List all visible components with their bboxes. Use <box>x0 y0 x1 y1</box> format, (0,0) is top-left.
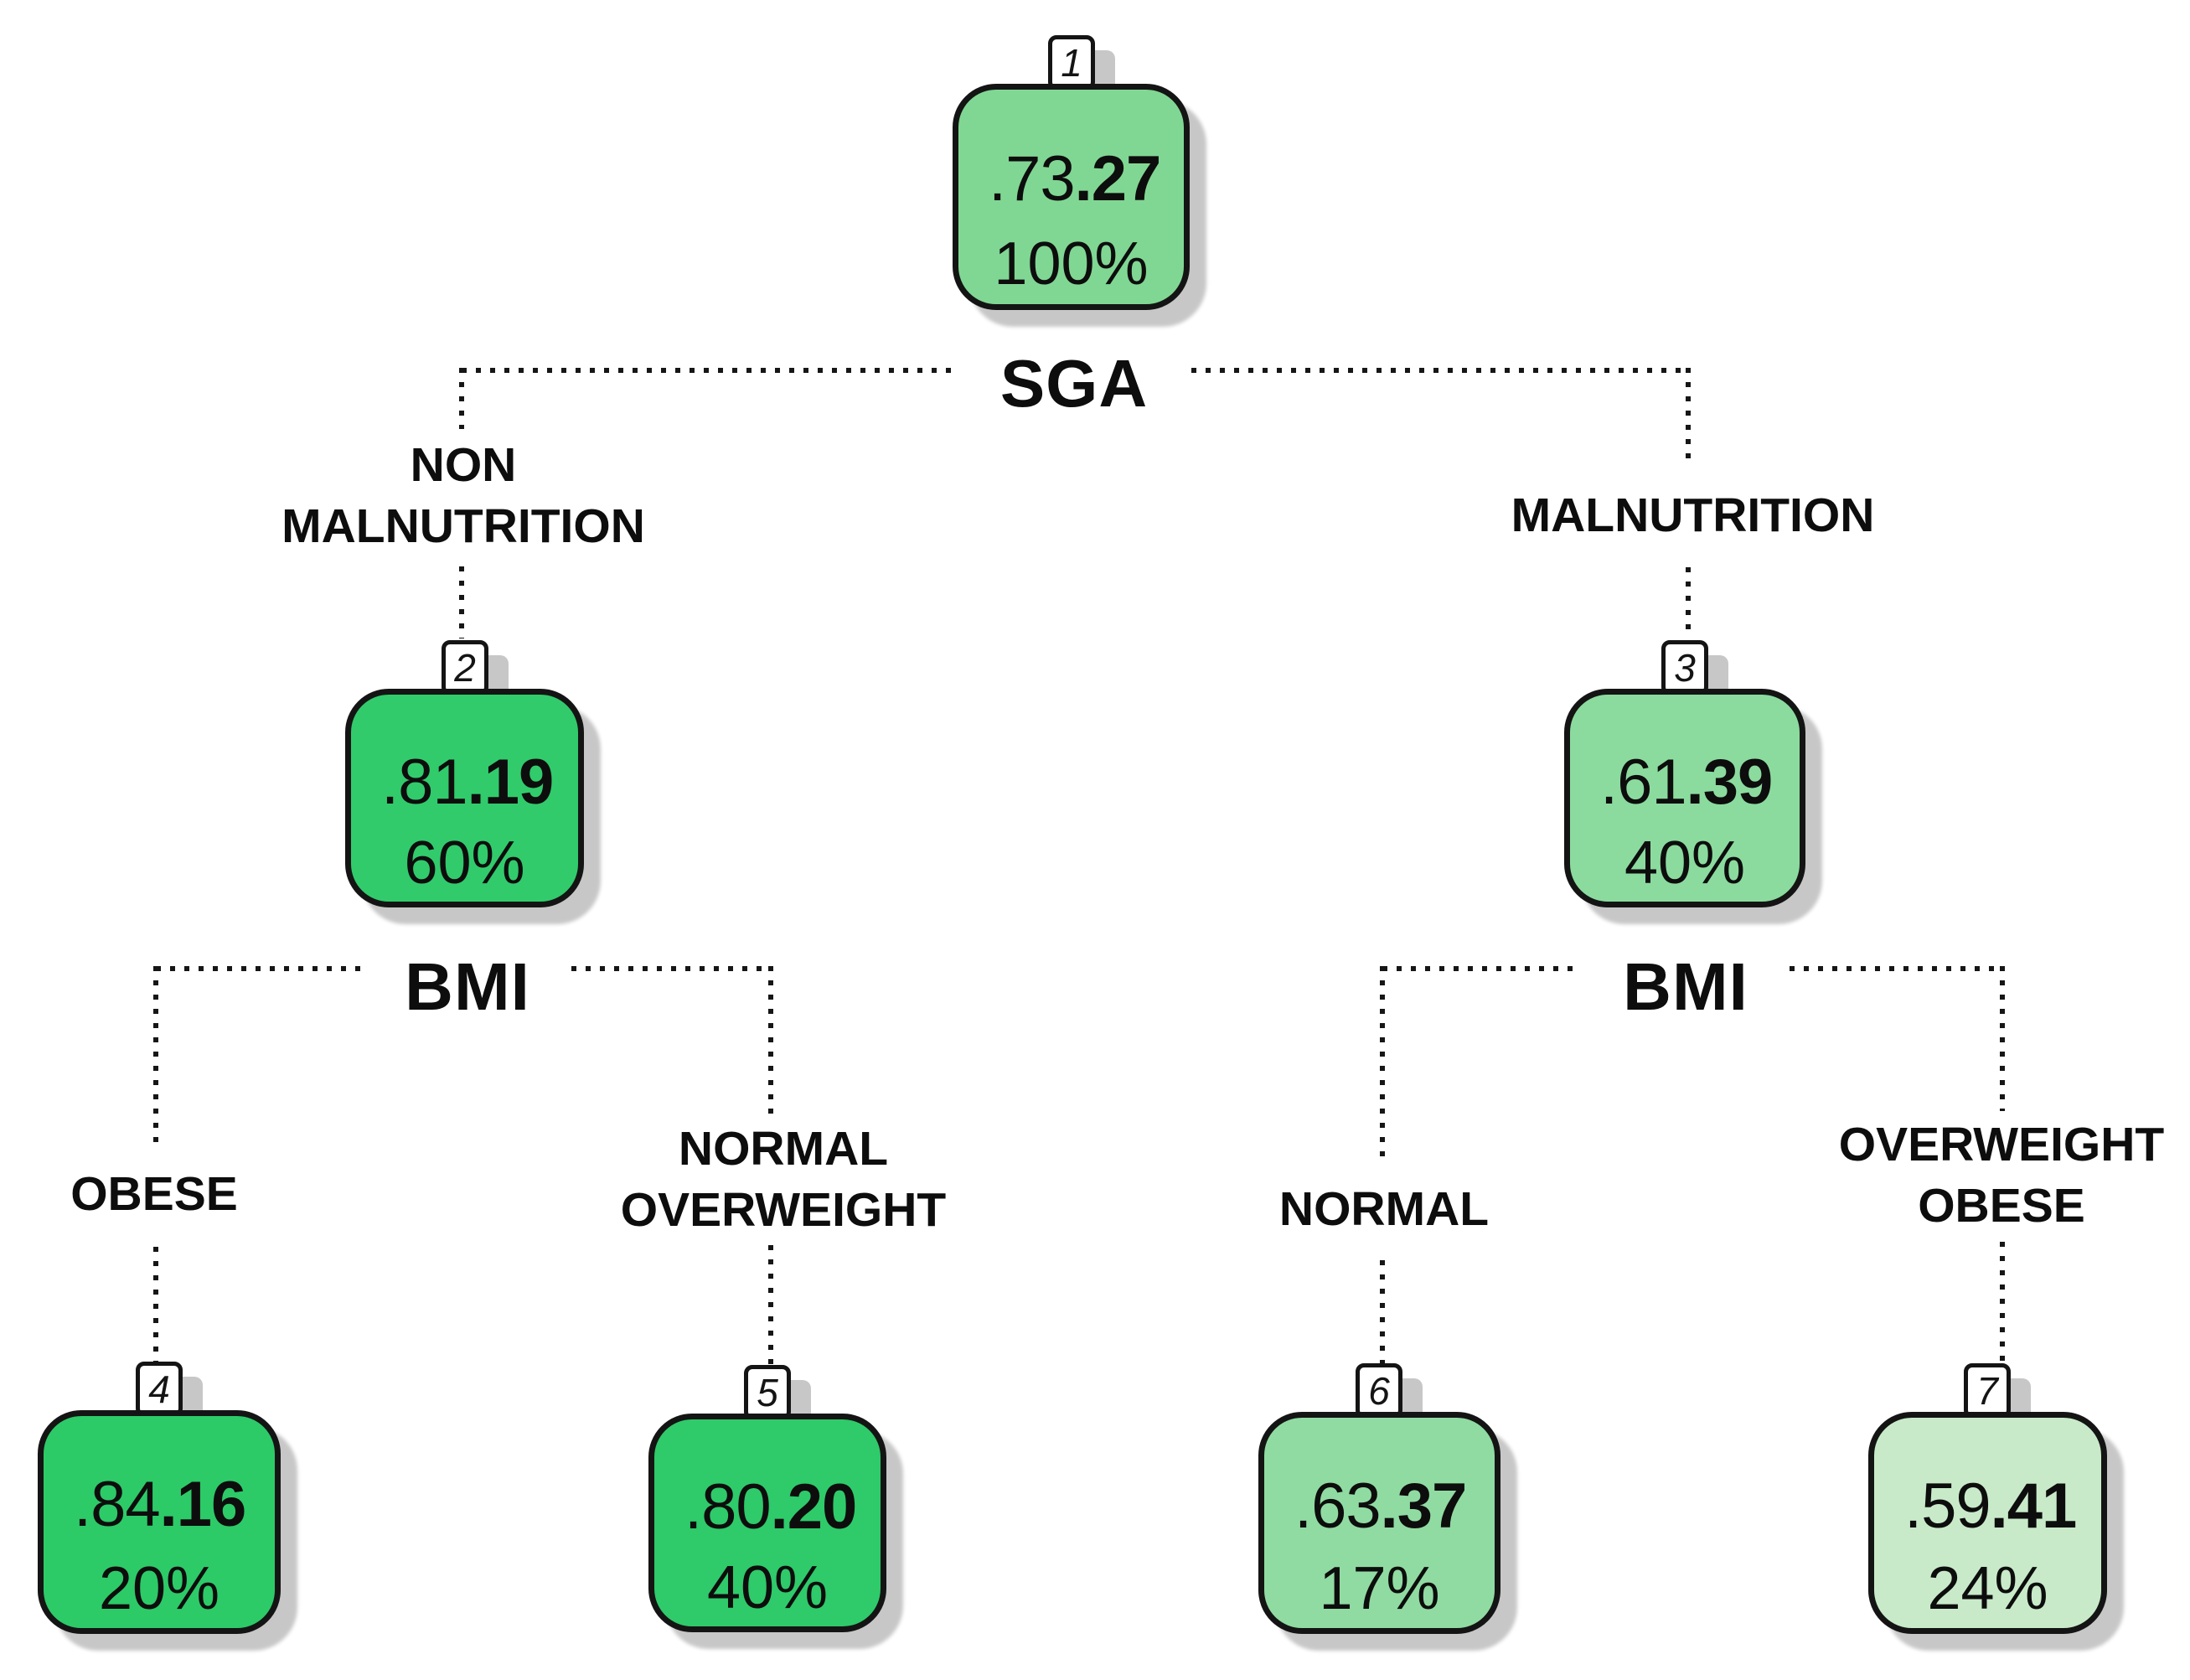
connector-bmi-left-horizontal-a <box>156 966 364 971</box>
connector-obese-vertical-upper <box>153 966 158 1145</box>
split-label-sga: SGA <box>965 337 1183 431</box>
branch-label-line: OVERWEIGHT <box>1838 1118 2165 1172</box>
node-number: 1 <box>1061 41 1082 85</box>
node-5-number-badge: 5 <box>744 1365 791 1420</box>
node-probabilities: .81 .19 <box>351 746 578 818</box>
prob-left: .80 <box>684 1471 772 1543</box>
branch-label-line: OBESE <box>70 1166 238 1221</box>
connector-normal-overweight-vertical-lower <box>768 1245 773 1365</box>
tree-node-1: .73 .27 100% <box>953 84 1190 310</box>
prob-left: .84 <box>74 1469 161 1541</box>
branch-label-line: OVERWEIGHT <box>620 1183 947 1237</box>
prob-left: .81 <box>381 746 468 818</box>
node-number: 2 <box>454 646 476 690</box>
branch-label-line: MALNUTRITION <box>281 499 645 553</box>
node-1-number-badge: 1 <box>1048 35 1095 90</box>
node-percent: 20% <box>98 1554 220 1622</box>
node-percent: 60% <box>404 830 525 897</box>
branch-label-non-malnutrition: NON MALNUTRITION <box>250 429 677 563</box>
prob-left: .73 <box>989 143 1076 215</box>
split-label-text: SGA <box>999 346 1149 421</box>
tree-node-5: .80 .20 40% <box>648 1414 886 1632</box>
node-3-number-badge: 3 <box>1661 640 1708 695</box>
connector-bmi-right-horizontal-a <box>1382 966 1582 971</box>
connector-sga-left-vertical-upper <box>459 368 464 432</box>
branch-label-overweight-obese: OVERWEIGHT OBESE <box>1808 1111 2190 1240</box>
connector-bmi-left-horizontal-b <box>571 966 771 971</box>
connector-sga-right-vertical-lower <box>1686 567 1691 638</box>
connector-obese-vertical-lower <box>153 1247 158 1362</box>
split-label-bmi-left: BMI <box>364 940 571 1034</box>
split-label-bmi-right: BMI <box>1582 940 1790 1034</box>
prob-right: .37 <box>1380 1470 1468 1542</box>
node-6-number-badge: 6 <box>1356 1363 1402 1419</box>
connector-overweight-obese-vertical-lower <box>2000 1242 2005 1363</box>
split-label-text: BMI <box>1623 949 1748 1024</box>
branch-label-line: NON <box>410 438 517 493</box>
prob-right: .16 <box>159 1469 247 1541</box>
tree-node-7: .59 .41 24% <box>1868 1412 2107 1634</box>
prob-right: .41 <box>1990 1470 2078 1542</box>
prob-right: .39 <box>1686 746 1774 818</box>
connector-bmi-right-horizontal-b <box>1790 966 2002 971</box>
branch-label-line: MALNUTRITION <box>1511 488 1875 542</box>
node-number: 4 <box>148 1367 170 1411</box>
branch-label-normal-overweight: NORMAL OVERWEIGHT <box>585 1116 982 1243</box>
prob-left: .63 <box>1294 1470 1382 1542</box>
connector-sga-right-horizontal <box>1191 368 1688 373</box>
branch-label-obese: OBESE <box>49 1143 260 1245</box>
node-probabilities: .73 .27 <box>958 147 1184 211</box>
prob-left: .61 <box>1600 746 1687 818</box>
node-probabilities: .80 .20 <box>654 1471 881 1543</box>
branch-label-line: NORMAL <box>1278 1181 1490 1236</box>
prob-right: .19 <box>467 746 555 818</box>
connector-sga-right-vertical-upper <box>1686 368 1691 463</box>
tree-node-6: .63 .37 17% <box>1258 1412 1500 1634</box>
node-percent: 17% <box>1319 1555 1440 1623</box>
node-7-number-badge: 7 <box>1964 1363 2011 1419</box>
tree-node-2: .81 .19 60% <box>345 689 584 907</box>
branch-label-line: OBESE <box>1918 1179 2085 1233</box>
split-label-text: BMI <box>405 949 530 1024</box>
node-number: 7 <box>1976 1369 1998 1413</box>
prob-right: .27 <box>1074 143 1162 215</box>
connector-normal-vertical-lower <box>1380 1260 1385 1363</box>
node-number: 6 <box>1368 1369 1390 1413</box>
node-4-number-badge: 4 <box>136 1362 183 1417</box>
connector-sga-left-horizontal <box>462 368 955 373</box>
node-percent: 40% <box>706 1554 829 1622</box>
node-probabilities: .59 .41 <box>1874 1470 2101 1542</box>
node-2-number-badge: 2 <box>442 640 488 695</box>
node-percent: 24% <box>1927 1555 2048 1623</box>
node-probabilities: .84 .16 <box>44 1473 275 1537</box>
node-percent: 100% <box>994 230 1149 297</box>
node-probabilities: .61 .39 <box>1570 746 1800 818</box>
branch-label-malnutrition: MALNUTRITION <box>1498 465 1888 566</box>
node-percent: 40% <box>1624 830 1746 897</box>
node-probabilities: .63 .37 <box>1264 1470 1495 1542</box>
prob-left: .59 <box>1904 1470 1991 1542</box>
node-number: 5 <box>757 1371 778 1414</box>
prob-right: .20 <box>770 1471 858 1543</box>
node-number: 3 <box>1674 646 1696 690</box>
connector-normal-vertical-upper <box>1380 966 1385 1160</box>
tree-node-4: .84 .16 20% <box>38 1410 281 1634</box>
branch-label-normal: NORMAL <box>1278 1160 1490 1259</box>
branch-label-line: NORMAL <box>678 1122 889 1176</box>
connector-overweight-obese-vertical-upper <box>2000 966 2005 1113</box>
tree-node-3: .61 .39 40% <box>1564 689 1805 907</box>
connector-sga-left-vertical-lower <box>459 566 464 638</box>
connector-normal-overweight-vertical-upper <box>768 966 773 1118</box>
